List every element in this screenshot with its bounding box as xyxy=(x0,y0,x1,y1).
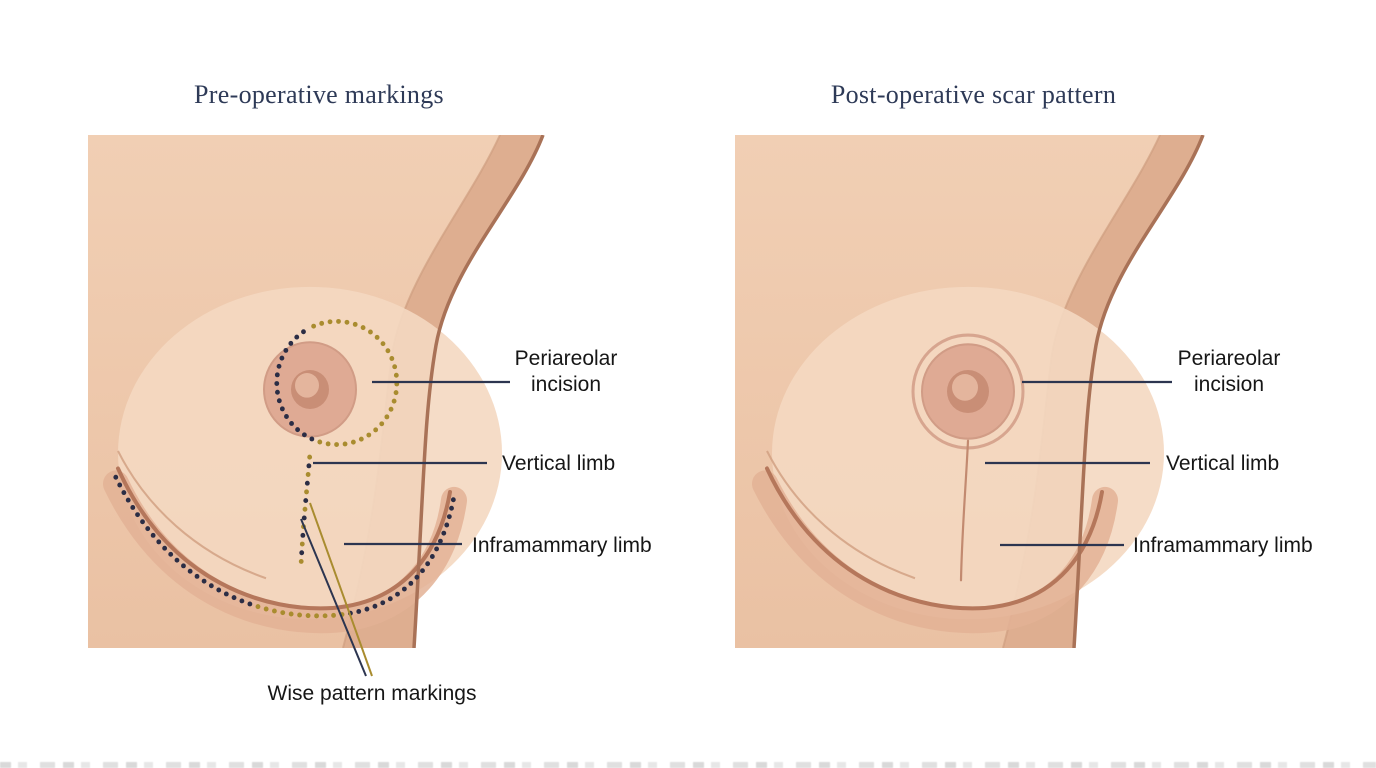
inframammary-fold-line xyxy=(765,466,1104,611)
inframammary-marking-dots xyxy=(113,474,456,619)
cropped-caption-strip xyxy=(0,762,1376,768)
label-postop-periareolar-incision: Periareolar incision xyxy=(1177,347,1281,396)
label-postop-vertical-limb: Vertical limb xyxy=(1166,452,1280,475)
nipple-highlight xyxy=(952,374,978,401)
breast-highlight xyxy=(118,286,502,620)
periareolar-marking-dots xyxy=(274,318,400,448)
label-preop-periareolar-incision: Periareolar incision xyxy=(514,347,618,396)
fold-upper-crease xyxy=(766,450,916,580)
vertical-scar-line xyxy=(959,439,970,582)
postop-illustration xyxy=(735,135,1205,648)
label-preop-vertical-limb: Vertical limb xyxy=(502,452,616,475)
label-preop-inframammary-limb: Inframammary limb xyxy=(472,534,652,557)
label-preop-wise-pattern-markings: Wise pattern markings xyxy=(267,682,477,705)
preop-illustration xyxy=(88,135,545,648)
postop-panel-title: Post-operative scar pattern xyxy=(830,80,1117,109)
label-postop-inframammary-limb: Inframammary limb xyxy=(1133,534,1313,557)
fold-shadow xyxy=(752,470,1118,634)
body-contour-line xyxy=(412,135,545,648)
fold-upper-crease xyxy=(117,450,267,580)
body-contour-line xyxy=(1072,135,1205,648)
nipple-highlight xyxy=(295,373,319,398)
preop-panel-title: Pre-operative markings xyxy=(194,80,444,109)
